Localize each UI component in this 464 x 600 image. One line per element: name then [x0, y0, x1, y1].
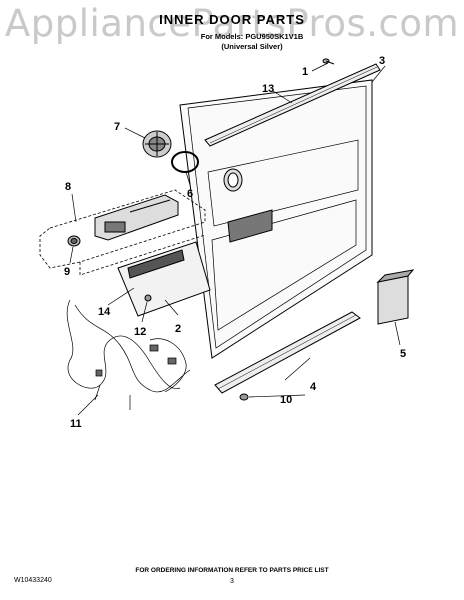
callout-1: 1 — [302, 66, 308, 78]
dispenser-assembly-outline — [39, 189, 206, 276]
callout-14: 14 — [98, 306, 111, 318]
bottom-trim-strip — [214, 311, 361, 394]
page-title: INNER DOOR PARTS — [159, 12, 305, 27]
wire-harness-part-11 — [66, 299, 191, 410]
dispenser-part-8 — [94, 194, 179, 241]
ordering-info: FOR ORDERING INFORMATION REFER TO PARTS … — [135, 567, 329, 574]
color-subtitle: (Universal Silver) — [221, 42, 283, 51]
callout-6: 6 — [187, 188, 193, 200]
screw-part-10 — [239, 393, 249, 401]
watermark-text: AppliancePartsPros.com — [4, 2, 460, 45]
side-bracket-part-5 — [376, 269, 415, 325]
screw-part-12 — [144, 294, 152, 302]
part-number: W10433240 — [14, 577, 52, 584]
leader-lines — [69, 62, 401, 416]
gasket-ring-part-6 — [171, 151, 199, 173]
screw-part-1 — [322, 58, 335, 65]
control-cover-part-2 — [117, 241, 211, 317]
callout-3: 3 — [379, 55, 385, 67]
callout-10: 10 — [280, 394, 292, 406]
top-trim-strip — [204, 63, 381, 147]
page-number: 3 — [230, 578, 234, 585]
inner-door-panel — [179, 79, 373, 359]
callout-8: 8 — [65, 181, 71, 193]
vent-part-7 — [142, 130, 172, 158]
callout-13: 13 — [262, 83, 274, 95]
callout-5: 5 — [400, 348, 406, 360]
callout-9: 9 — [64, 266, 70, 278]
knob-part-9 — [67, 235, 81, 247]
callout-7: 7 — [114, 121, 120, 133]
callout-11: 11 — [70, 418, 82, 430]
callout-4: 4 — [310, 381, 317, 393]
callout-12: 12 — [134, 326, 146, 338]
models-subtitle: For Models: PGU950SK1V1B — [200, 32, 304, 41]
callout-2: 2 — [175, 323, 181, 335]
